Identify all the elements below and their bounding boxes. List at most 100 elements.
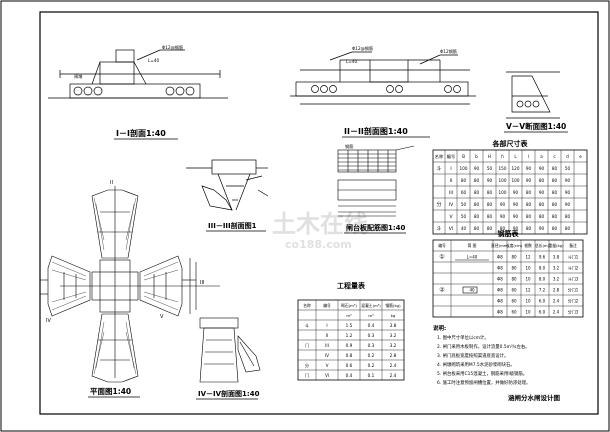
plan-mark-ii: II	[110, 180, 113, 186]
view-title-section-4: IV－IV剖面图1:40	[198, 389, 260, 398]
quantity-table-cell: 1.5	[346, 323, 353, 328]
quantity-table-header: 钢筋(kg)	[385, 303, 401, 308]
size-table-cell: 90	[500, 202, 506, 207]
rebar-table-cell: Φ8	[497, 288, 503, 293]
view-title-rebar-detail: 闸台板配筋图1:40	[346, 223, 406, 232]
size-table-cell: 100	[512, 178, 520, 183]
quantity-table-cell: 分	[305, 362, 310, 369]
section-4-drawing	[199, 317, 261, 383]
size-table-cell: 100	[499, 178, 507, 183]
quantity-table-cell: 门	[305, 372, 309, 379]
rebar-table-cell: Φ8	[497, 299, 503, 304]
notes-item: 6. 施工时注意预留闸槽位置，并做好防渗处理。	[437, 379, 530, 386]
plan-mark-iii: III	[200, 280, 204, 286]
size-table-cell: 50	[487, 166, 493, 171]
notes-heading: 说明:	[433, 324, 446, 332]
quantity-table-cell: 0.8	[346, 353, 353, 358]
size-table-cell: 80	[474, 190, 480, 195]
callout-rebar-2: Φ12@钢筋	[352, 45, 373, 52]
size-table-cell: 80	[552, 178, 558, 183]
size-table-cell: 90	[539, 226, 545, 231]
quantity-table-cell: 0.4	[368, 323, 375, 328]
quantity-table-header: 砌石(m³)	[341, 303, 357, 308]
size-table-cell: 80	[526, 226, 532, 231]
rebar-table-cell: 分门3	[568, 309, 579, 315]
size-table-cell: 80	[539, 214, 545, 219]
size-table-cell: 50	[565, 166, 571, 171]
rebar-table-cell: ①	[439, 254, 444, 261]
quantity-table-cell: 0.2	[368, 353, 375, 358]
size-table-cell: 100	[499, 190, 507, 195]
size-table-cell: 80	[474, 226, 480, 231]
quantity-table-cell: IV	[325, 353, 329, 358]
size-table-cell: 80	[487, 190, 493, 195]
quantity-table-header: 混凝土(m³)	[361, 303, 381, 308]
size-table-no: VI	[449, 226, 453, 232]
quantity-table-cell: V	[326, 363, 329, 368]
size-table-header: b	[475, 154, 478, 159]
quantity-table-unit: m³	[346, 313, 352, 318]
size-table-header: H	[488, 154, 491, 159]
rebar-table-cell: 9.6	[539, 255, 546, 260]
rebar-table-cell: 80	[511, 277, 517, 282]
size-table-header: L	[514, 154, 517, 159]
size-table-cell: 90	[500, 214, 506, 219]
rebar-table-cell: 12	[525, 255, 531, 260]
size-table-no: V	[449, 214, 453, 220]
rebar-table-title: 钢筋表	[498, 229, 520, 238]
quantity-table-cell: 0.3	[368, 333, 375, 338]
size-table-group: 分	[436, 201, 441, 208]
inner-frame	[39, 11, 599, 415]
rebar-table-cell: 2.4	[553, 299, 560, 304]
rebar-table-cell: 80	[511, 255, 517, 260]
quantity-table-cell: 0.3	[368, 343, 375, 348]
quantity-table-cell: 3.8	[390, 323, 397, 328]
size-table-cell: 80	[552, 202, 558, 207]
quantity-table-cell: III	[325, 343, 329, 348]
quantity-table-cell: 0.2	[368, 363, 375, 368]
rebar-table-cell: ②	[439, 287, 445, 294]
rebar-table-cell: 10	[525, 277, 531, 282]
size-table-header: d	[566, 154, 569, 159]
size-table-header: 名称	[435, 153, 443, 160]
notes-item: 3. 闸门底板宽度按照渠道底宽设计。	[437, 352, 508, 359]
size-table-cell: 90	[526, 166, 532, 171]
size-table-cell: 90	[474, 166, 480, 171]
size-table-header: c	[553, 154, 556, 159]
quantity-table-cell: VI	[325, 373, 329, 378]
size-table-cell: 80	[565, 214, 571, 219]
size-table-group: 斗	[436, 166, 441, 172]
size-table-cell: 90	[513, 190, 519, 195]
size-table-cell: 80	[539, 178, 545, 183]
size-table-no: IV	[449, 202, 454, 208]
rebar-table-cell: Φ8	[497, 310, 503, 315]
rebar-table-cell: 8.0	[539, 277, 546, 282]
quantity-table-cell: 2.4	[390, 363, 397, 368]
size-table-header: a	[540, 154, 543, 159]
quantity-table-cell: 2.4	[390, 373, 397, 378]
rebar-table-cell: 7.2	[539, 288, 546, 293]
drawing-title: 涵闸分水闸设计图	[508, 393, 561, 402]
size-table-cell: 80	[539, 202, 545, 207]
size-table-header: h	[501, 154, 504, 159]
size-table-cell: 80	[552, 214, 558, 219]
size-table-header: 编号	[447, 153, 455, 160]
view-title-plan: 平面图1:40	[90, 387, 131, 396]
size-table-cell: 80	[487, 202, 493, 207]
callout-rebar-1: Φ12@钢筋	[162, 44, 183, 51]
notes-block: 说明:1. 图中尺寸单位以cm计。2. 闸门采用木板制作，设计流量0.5m³/s…	[433, 324, 530, 386]
size-table-cell: 80	[474, 202, 480, 207]
quantity-table-cell: 1.2	[346, 333, 353, 338]
quantity-table-cell: 0.9	[346, 343, 353, 348]
size-table-header: B	[462, 154, 465, 159]
rebar-table-header: 备注	[569, 243, 577, 248]
notes-item: 5. 闸台板采用C15混凝土，钢筋采用I级钢筋。	[437, 370, 527, 377]
rebar-table-cell: L=40	[467, 255, 478, 260]
rebar-table-cell: 3.2	[553, 277, 560, 282]
quantity-table-title: 工程量表	[337, 281, 366, 290]
callout-left-label: 闸墩	[74, 73, 83, 80]
